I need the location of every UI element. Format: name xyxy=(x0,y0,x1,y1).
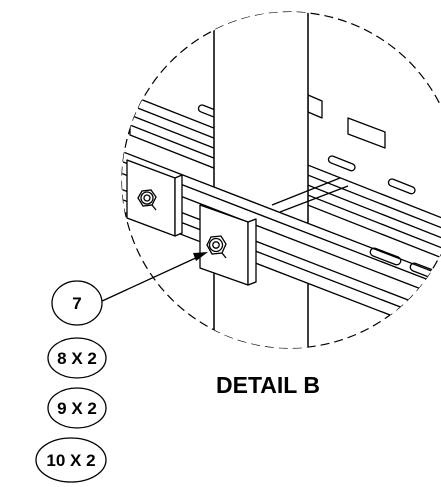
callout-balloon-8x2: 8 X 2 xyxy=(47,337,107,379)
rail-slot xyxy=(369,247,402,266)
diagonal-strut xyxy=(271,177,349,213)
callout-balloon-10x2: 10 X 2 xyxy=(35,437,107,483)
callout-label: 9 X 2 xyxy=(57,399,97,418)
vertical-post xyxy=(213,12,309,348)
assembly-view xyxy=(122,12,441,348)
callout-balloon-9x2: 9 X 2 xyxy=(47,387,107,429)
callout-balloon-7: 7 xyxy=(51,280,103,326)
hex-nut-right xyxy=(206,235,227,259)
callout-label: 8 X 2 xyxy=(57,349,97,368)
hex-nut-left xyxy=(137,189,157,211)
callout-label: 10 X 2 xyxy=(46,451,95,470)
leader-arrowhead xyxy=(193,252,208,261)
callout-label: 7 xyxy=(72,294,81,313)
detail-title: DETAIL B xyxy=(216,372,320,398)
leader-line xyxy=(99,252,208,303)
rail-slot xyxy=(387,178,416,195)
rail-slot xyxy=(327,155,356,172)
